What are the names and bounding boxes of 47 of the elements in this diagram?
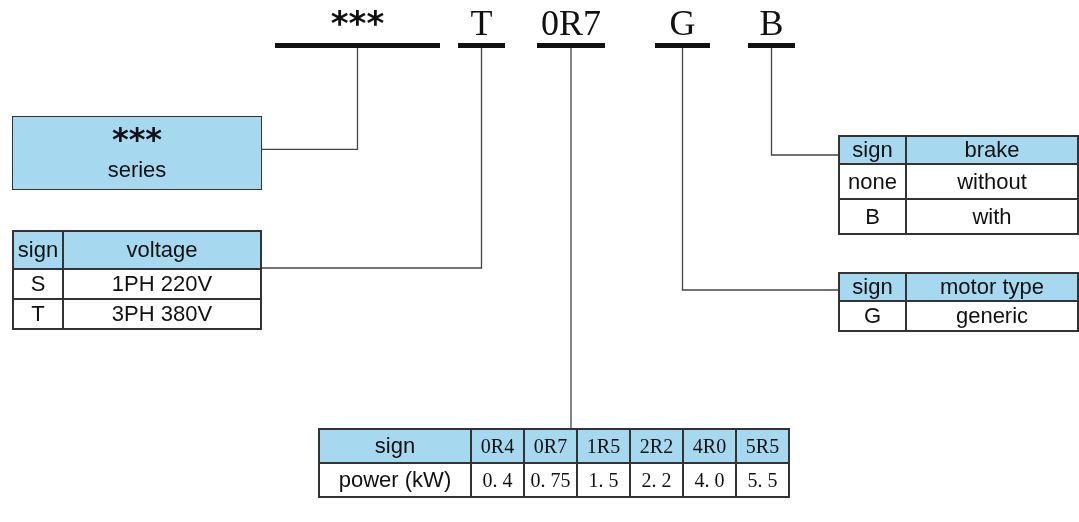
table-cell: sign: [13, 231, 63, 269]
table-cell: 1. 5: [577, 463, 630, 497]
table-cell: 1R5: [577, 429, 630, 463]
code-segment: T: [458, 4, 505, 48]
leader-line: [681, 47, 839, 291]
leader-line: [261, 47, 359, 150]
series-symbol: ***: [111, 121, 163, 157]
code-segment: 0R7: [537, 4, 605, 48]
table-cell: sign: [319, 429, 471, 463]
series-label: series: [107, 157, 167, 183]
table-cell: 0. 75: [524, 463, 577, 497]
code-table: [838, 272, 1079, 332]
table-cell: 4. 0: [683, 463, 736, 497]
table-cell: 0R7: [524, 429, 577, 463]
table-cell: sign: [839, 136, 906, 164]
table-cell: motor type: [906, 273, 1078, 301]
table-cell: 0R4: [471, 429, 524, 463]
code-segment: ***: [275, 4, 440, 48]
code-segment: G: [655, 4, 710, 48]
code-segment: B: [748, 4, 795, 48]
table-cell: 2R2: [630, 429, 683, 463]
code-table: [12, 230, 262, 330]
table-cell: B: [839, 199, 906, 234]
table-cell: T: [13, 299, 63, 329]
code-table: [318, 428, 790, 498]
series-box: [12, 116, 262, 190]
table-cell: voltage: [63, 231, 261, 269]
leader-line: [261, 47, 483, 269]
table-cell: generic: [906, 301, 1078, 331]
table-cell: S: [13, 269, 63, 299]
table-cell: 3PH 380V: [63, 299, 261, 329]
table-cell: 0. 4: [471, 463, 524, 497]
table-cell: 2. 2: [630, 463, 683, 497]
table-cell: 4R0: [683, 429, 736, 463]
leader-line: [570, 47, 572, 429]
table-cell: 5R5: [736, 429, 789, 463]
table-cell: G: [839, 301, 906, 331]
table-cell: brake: [906, 136, 1078, 164]
table-cell: power (kW): [319, 463, 471, 497]
table-cell: sign: [839, 273, 906, 301]
table-cell: without: [906, 164, 1078, 199]
leader-line: [770, 47, 839, 156]
code-table: [838, 135, 1079, 235]
table-cell: with: [906, 199, 1078, 234]
table-cell: 5. 5: [736, 463, 789, 497]
table-cell: none: [839, 164, 906, 199]
table-cell: 1PH 220V: [63, 269, 261, 299]
